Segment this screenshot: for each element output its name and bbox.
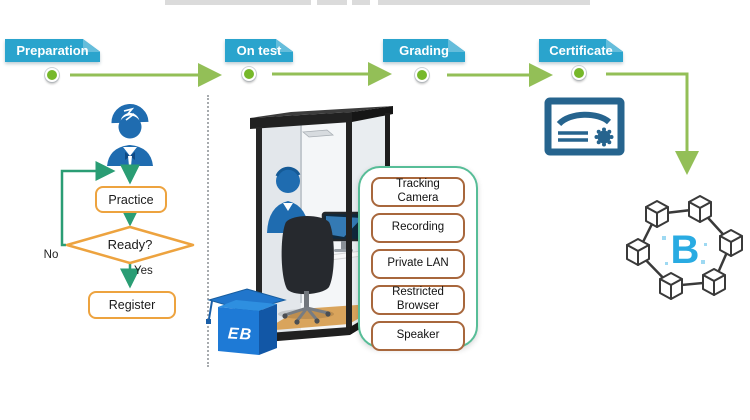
top-edge-fragment (317, 0, 347, 5)
blockchain-letter: B (670, 228, 700, 272)
stage-tag-grading: Grading (383, 39, 465, 62)
dotted-separator-line (207, 95, 209, 367)
register-box: Register (88, 291, 176, 319)
features-panel: Tracking Camera Recording Private LAN Re… (358, 166, 478, 351)
tag-fold (276, 39, 293, 52)
office-chair (281, 216, 334, 325)
feature-label: Tracking Camera (396, 178, 440, 204)
pixel-fragment (704, 243, 707, 246)
pixel-fragment (665, 262, 668, 265)
feature-label: Restricted Browser (392, 286, 444, 312)
pixel-fragment (662, 236, 666, 240)
practice-label: Practice (108, 192, 154, 207)
practice-box: Practice (95, 186, 167, 213)
top-edge-fragment (352, 0, 370, 5)
decision-label: Ready? (107, 237, 153, 252)
feature-label: Recording (391, 221, 445, 234)
feature-label: Speaker (396, 329, 440, 342)
seated-person-figure (267, 166, 309, 233)
certificate-seal (594, 127, 614, 147)
block-cube (688, 195, 712, 223)
stage-tag-preparation: Preparation (5, 39, 100, 62)
eb-logo-text: EB (227, 325, 253, 344)
person-icon (107, 104, 153, 166)
chair-shadow (278, 309, 334, 319)
feature-item: Recording (371, 213, 465, 243)
block-cube (645, 200, 669, 228)
timeline-dot-grading (415, 68, 429, 82)
block-cube (659, 272, 683, 300)
arrow-certificate-to-blockchain (606, 72, 699, 175)
stage-label: Grading (399, 43, 449, 58)
no-label: No (43, 249, 59, 261)
tag-fold (606, 39, 623, 52)
pixel-fragment (701, 260, 705, 264)
block-cube (626, 238, 650, 266)
stage-tag-ontest: On test (225, 39, 293, 62)
timeline-dot-preparation (45, 68, 59, 82)
yes-label: Yes (134, 265, 153, 277)
timeline-dot-ontest (242, 67, 256, 81)
feature-item: Tracking Camera (371, 177, 465, 207)
tag-fold (83, 39, 100, 52)
stage-label: On test (236, 43, 282, 58)
stage-label: Certificate (549, 43, 613, 58)
feature-item: Private LAN (371, 249, 465, 279)
timeline-dot-certificate (572, 66, 586, 80)
register-label: Register (108, 298, 156, 312)
feature-label: Private LAN (387, 257, 449, 270)
ceiling-light (301, 129, 335, 138)
block-cube (702, 268, 726, 296)
feature-item: Speaker (371, 321, 465, 351)
block-cube (719, 229, 743, 257)
top-edge-fragment (165, 0, 311, 5)
stage-label: Preparation (16, 43, 89, 58)
tag-fold (448, 39, 465, 52)
stage-tag-certificate: Certificate (539, 39, 623, 62)
feature-item: Restricted Browser (371, 285, 465, 315)
top-edge-fragment (378, 0, 590, 5)
